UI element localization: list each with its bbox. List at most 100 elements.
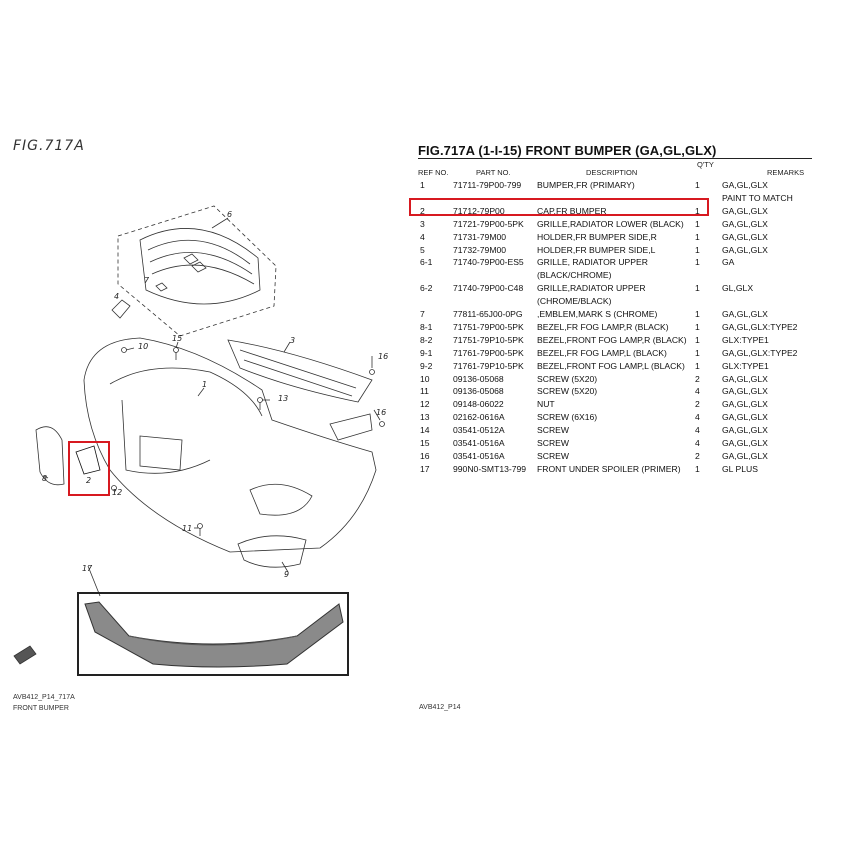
- emblem: [183, 253, 207, 273]
- cell-part: 71740-79P00-C48: [453, 283, 524, 294]
- cell-desc: ,EMBLEM,MARK S (CHROME): [537, 309, 658, 319]
- cell-remarks: GA,GL,GLX: [722, 205, 768, 216]
- cell-part: 09136-05068: [453, 386, 504, 397]
- grille-upper-box: [117, 205, 277, 337]
- cell-qty: 4: [695, 386, 700, 397]
- cell-desc: FRONT UNDER SPOILER (PRIMER): [537, 463, 681, 474]
- cell-ref: 9-1: [420, 347, 433, 358]
- cell-part: 03541-0516A: [453, 438, 505, 448]
- cell-part: 71721-79P00-5PK: [453, 218, 524, 229]
- table-row: 7 77811-65J00-0PG ,EMBLEM,MARK S (CHROME) 1…: [0, 309, 859, 321]
- cell-part: 09148-06022: [453, 399, 504, 410]
- cell-desc: BEZEL,FRONT FOG LAMP,R (BLACK): [537, 334, 687, 345]
- cell-qty: 4: [695, 438, 700, 448]
- front-arrow-icon: [13, 645, 37, 665]
- cell-qty: 2: [695, 399, 700, 410]
- callout-16-a: 16: [378, 352, 389, 361]
- cell-desc: SCREW (5X20): [537, 386, 598, 397]
- callout-2: 2: [86, 476, 92, 485]
- cell-part: 71711-79P00-799: [453, 180, 522, 190]
- callout-10: 10: [138, 342, 149, 351]
- cell-ref: 17: [420, 463, 430, 474]
- cap-fr-bumper: [75, 445, 101, 475]
- cell-remarks: GA,GL,GLX:TYPE2: [722, 347, 798, 358]
- diagram-highlight-box: [68, 441, 110, 496]
- callout-15: 15: [172, 334, 183, 343]
- cell-remarks: GA,GL,GLX: [722, 309, 768, 319]
- table-row: 8-2 71751-79P10-5PK BEZEL,FRONT FOG LAMP,R…: [0, 335, 859, 347]
- cell-ref: 9-2: [420, 360, 433, 371]
- page-title: FIG.717A (1-I-15) FRONT BUMPER (GA,GL,GL…: [418, 143, 717, 158]
- cell-desc: SCREW: [537, 438, 569, 448]
- cell-desc: CAP,FR BUMPER: [537, 205, 607, 216]
- cell-ref: 15: [420, 438, 430, 448]
- cell-remarks: GA,GL,GLX: [722, 180, 768, 190]
- cell-ref: 4: [420, 231, 425, 242]
- cell-part: 77811-65J00-0PG: [453, 309, 523, 319]
- cell-ref: 14: [420, 425, 430, 436]
- cell-qty: 1: [695, 218, 700, 229]
- cell-remarks: PAINT TO MATCH: [722, 192, 793, 203]
- cell-desc: SCREW (5X20): [537, 373, 598, 384]
- cell-desc: NUT: [537, 399, 555, 410]
- cell-remarks: GA,GL,GLX: [722, 218, 768, 229]
- cell-part: 71751-79P10-5PK: [453, 334, 524, 345]
- cell-desc: SCREW: [537, 450, 569, 461]
- cell-desc: SCREW: [537, 425, 569, 436]
- cell-part: 02162-0616A: [453, 412, 505, 423]
- cell-part: 03541-0516A: [453, 450, 505, 461]
- cell-qty: 1: [695, 180, 700, 190]
- table-row: (CHROME/BLACK): [0, 296, 859, 308]
- cell-qty: 1: [695, 257, 700, 268]
- cell-remarks: GA,GL,GLX: [722, 231, 768, 242]
- table-row: (BLACK/CHROME): [0, 270, 859, 282]
- cell-remarks: GLX:TYPE1: [722, 334, 769, 345]
- cell-part: 71732-79M00: [453, 244, 507, 255]
- cell-ref: 7: [420, 309, 425, 319]
- footer-code-right: AVB412_P14: [419, 704, 461, 711]
- cell-qty: 1: [695, 244, 700, 255]
- callout-6: 6: [227, 210, 233, 219]
- cell-ref: 3: [420, 218, 425, 229]
- holder-l: [329, 413, 373, 441]
- cell-ref: 8-2: [420, 334, 433, 345]
- spoiler-inset-box: [77, 592, 349, 676]
- cell-desc: BEZEL,FRONT FOG LAMP,L (BLACK): [537, 360, 685, 371]
- cell-desc: SCREW (6X16): [537, 412, 598, 423]
- cell-ref: 6-1: [420, 257, 433, 268]
- cell-remarks: GA,GL,GLX: [722, 399, 768, 410]
- cell-ref: 2: [420, 205, 425, 216]
- cell-qty: 1: [695, 205, 700, 216]
- cell-ref: 8-1: [420, 321, 433, 332]
- callout-17: 17: [82, 564, 93, 573]
- cell-ref: 12: [420, 399, 430, 410]
- table-row: 12 09148-06022 NUT 2 GA,GL,GLX: [0, 399, 859, 411]
- cell-desc: BEZEL,FR FOG LAMP,L (BLACK): [537, 347, 667, 358]
- cell-part: 990N0-SMT13-799: [453, 463, 527, 474]
- cell-desc: GRILLE,RADIATOR LOWER (BLACK): [537, 218, 684, 229]
- cell-qty: 1: [695, 283, 700, 294]
- cell-remarks: GL,GLX: [722, 283, 754, 294]
- cell-qty: 1: [695, 231, 700, 242]
- cell-remarks: GA,GL,GLX:TYPE2: [722, 321, 798, 332]
- header-remarks: REMARKS: [767, 168, 805, 177]
- callout-13: 13: [278, 394, 289, 403]
- cell-remarks: GA,GL,GLX: [722, 425, 768, 436]
- cell-qty: 1: [695, 309, 700, 319]
- cell-remarks: GA,GL,GLX: [722, 412, 768, 423]
- holder-r: [111, 299, 131, 319]
- cell-part: 03541-0512A: [453, 425, 505, 436]
- cell-desc: BUMPER,FR (PRIMARY): [537, 180, 635, 190]
- callout-3: 3: [290, 336, 296, 345]
- grille-lower: [227, 339, 373, 403]
- cell-qty: 2: [695, 450, 700, 461]
- cell-qty: 4: [695, 425, 700, 436]
- cell-remarks: GA,GL,GLX: [722, 386, 768, 397]
- cell-qty: 2: [695, 373, 700, 384]
- front-under-spoiler-illustration: [84, 601, 344, 668]
